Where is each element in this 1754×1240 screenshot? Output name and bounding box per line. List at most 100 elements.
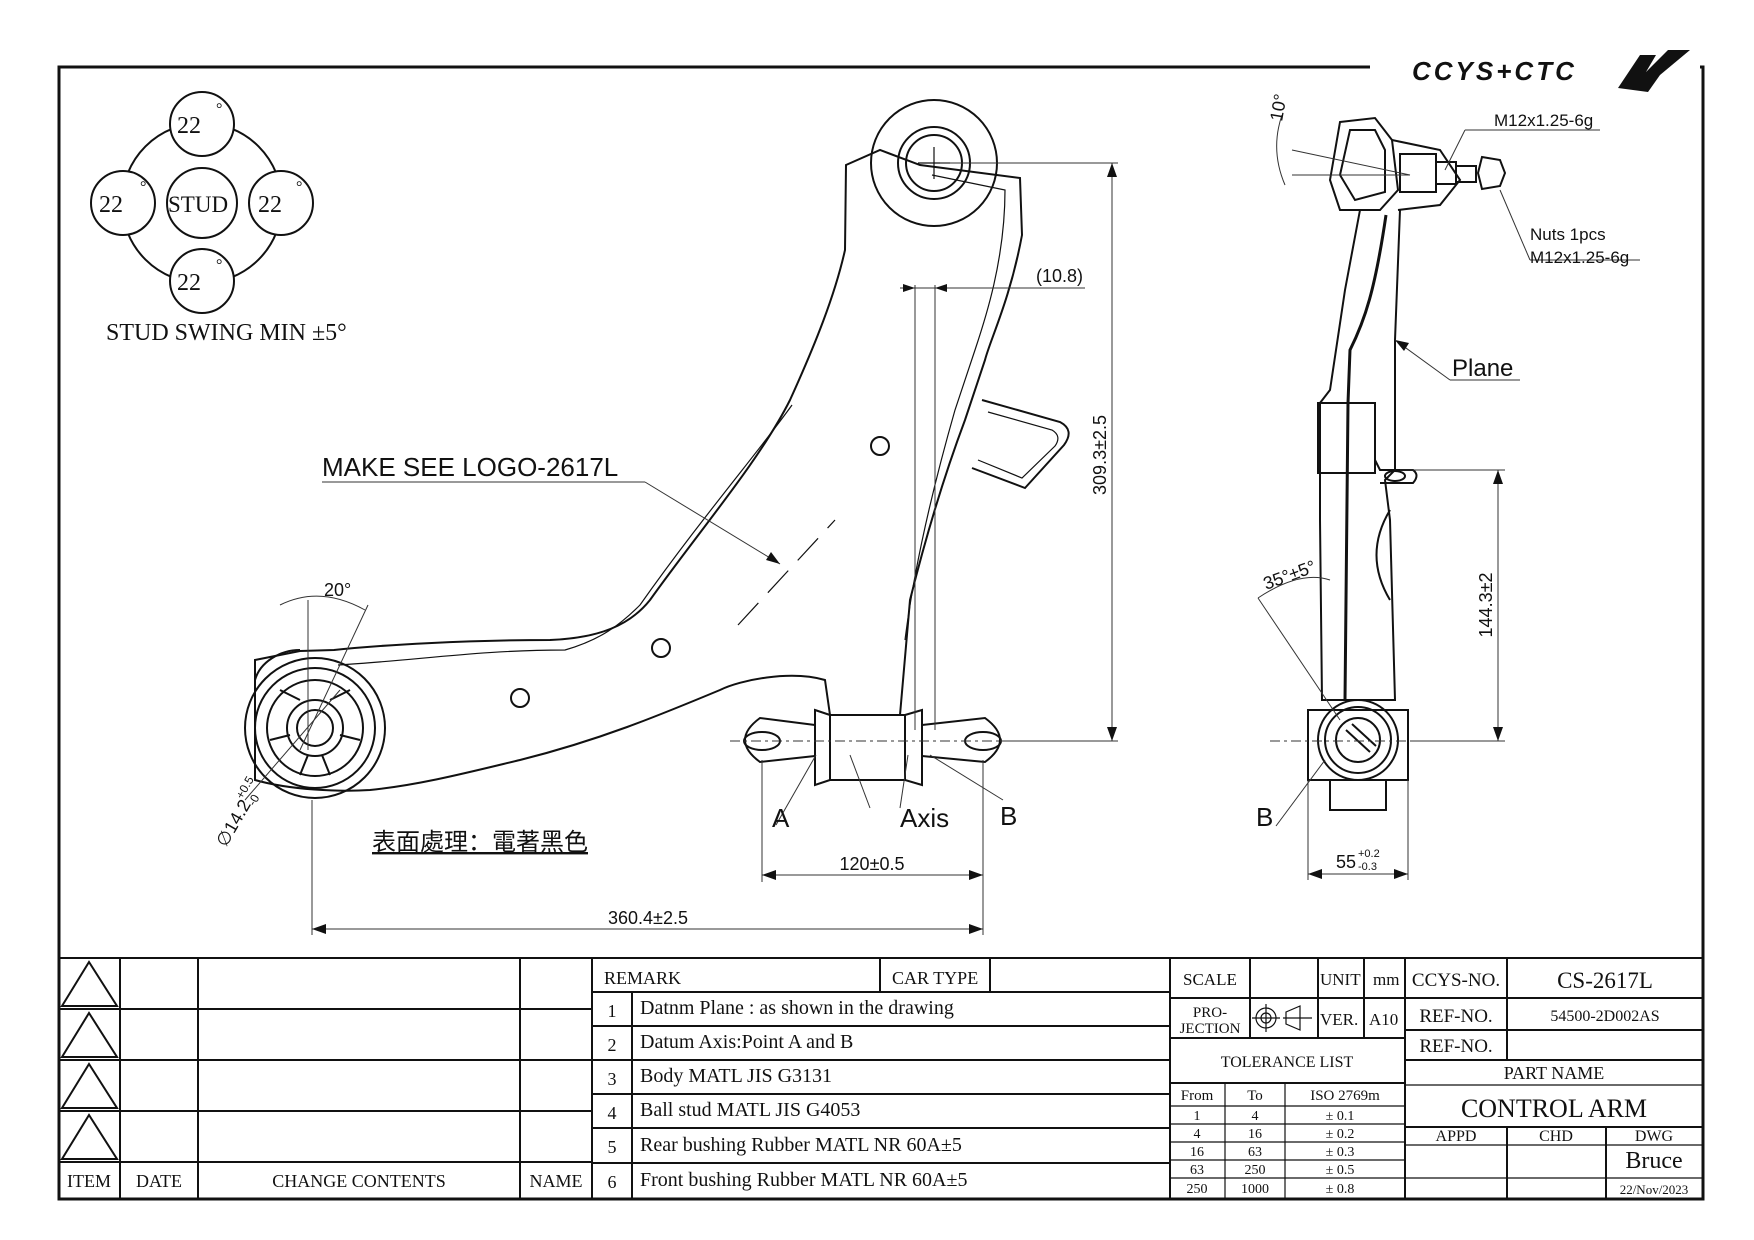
tol-cell: ± 0.3 [1326, 1145, 1355, 1160]
car-type-label: CAR TYPE [892, 968, 978, 988]
rev-header-change: CHANGE CONTENTS [272, 1171, 446, 1191]
side-thread-label: M12x1.25-6g [1494, 111, 1593, 130]
tol-cell: 250 [1245, 1163, 1266, 1178]
brand-logo: CCYS+CTC [1370, 50, 1700, 92]
unit-value: mm [1373, 970, 1399, 989]
bottom-table: ITEM DATE CHANGE CONTENTS NAME REMARK CA… [59, 957, 1703, 1199]
part-name-label: PART NAME [1504, 1063, 1604, 1083]
surface-note: 表面處理：電著黑色 [372, 829, 588, 856]
remark-row-no: 6 [608, 1172, 617, 1192]
side-dim-55-upper: +0.2 [1358, 848, 1380, 860]
degree-mark: ° [296, 179, 302, 196]
main-view-dimensions: 309.3±2.5 (10.8) 120±0.5 360.4±2.5 20° ∅… [212, 162, 1118, 935]
point-b-label: B [1000, 801, 1017, 831]
ver-value: A10 [1369, 1010, 1398, 1029]
drawn-by: Bruce [1625, 1148, 1682, 1174]
control-arm-side-view [1270, 116, 1507, 811]
tolerance-title: TOLERANCE LIST [1221, 1054, 1354, 1071]
swing-angle-top: 22 [177, 113, 201, 139]
remark-row-text: Ball stud MATL JIS G4053 [640, 1099, 860, 1121]
tol-cell: 16 [1190, 1145, 1204, 1160]
remark-row-text: Front bushing Rubber MATL NR 60A±5 [640, 1169, 967, 1191]
ccys-no-value: CS-2617L [1557, 968, 1653, 993]
side-angle-35-label: 35°±5° [1261, 556, 1319, 593]
tol-header-to: To [1247, 1088, 1263, 1104]
control-arm-top-view [244, 99, 1070, 799]
swing-angle-left: 22 [99, 192, 123, 218]
ref-no-label-2: REF-NO. [1419, 1036, 1492, 1057]
side-nut-thread-label: M12x1.25-6g [1530, 248, 1629, 267]
rev-header-date: DATE [136, 1171, 182, 1191]
tol-header-from: From [1181, 1088, 1214, 1104]
side-nuts-label: Nuts 1pcs [1530, 225, 1606, 244]
swing-angle-right: 22 [258, 192, 282, 218]
side-plane-label: Plane [1452, 355, 1513, 382]
remark-row-text: Rear bushing Rubber MATL NR 60A±5 [640, 1134, 962, 1156]
ccys-no-label: CCYS-NO. [1412, 970, 1500, 991]
side-point-b-label: B [1256, 802, 1273, 832]
unit-label: UNIT [1320, 970, 1361, 989]
tol-cell: 1 [1194, 1109, 1201, 1124]
dwg-label: DWG [1635, 1128, 1674, 1145]
side-dim-144-label: 144.3±2 [1476, 573, 1496, 638]
degree-mark: ° [216, 257, 222, 274]
remark-row-no: 3 [608, 1069, 617, 1089]
tol-header-iso: ISO 2769m [1310, 1088, 1380, 1104]
tol-cell: ± 0.8 [1326, 1182, 1355, 1197]
tol-cell: ± 0.1 [1326, 1109, 1355, 1124]
ver-label: VER. [1320, 1010, 1358, 1029]
remark-row-no: 5 [608, 1137, 617, 1157]
side-angle-10-label: 10° [1266, 92, 1290, 122]
remark-header: REMARK [604, 968, 681, 988]
drawing-date: 22/Nov/2023 [1620, 1182, 1689, 1197]
side-dim-55-label: 55 [1336, 852, 1356, 872]
spec-table: SCALE UNIT mm PRO- JECTION VER. A10 TOLE… [1170, 958, 1406, 1199]
part-name-value: CONTROL ARM [1461, 1094, 1647, 1123]
degree-mark: ° [216, 101, 222, 118]
remark-row-no: 1 [608, 1001, 617, 1021]
point-a-label: A [772, 803, 790, 833]
swing-caption: STUD SWING MIN ±5° [106, 320, 347, 346]
revision-table: ITEM DATE CHANGE CONTENTS NAME [59, 958, 593, 1199]
ref-no-value-1: 54500-2D002AS [1550, 1008, 1659, 1025]
chd-label: CHD [1539, 1128, 1573, 1145]
angle-20-label: 20° [324, 580, 351, 600]
appd-label: APPD [1436, 1128, 1477, 1145]
degree-mark: ° [140, 179, 146, 196]
rev-header-item: ITEM [67, 1171, 111, 1191]
rev-header-name: NAME [530, 1171, 583, 1191]
projection-label-2: JECTION [1180, 1021, 1241, 1037]
swing-center-label: STUD [168, 192, 228, 217]
tol-cell: 250 [1187, 1182, 1208, 1197]
tol-cell: 1000 [1241, 1182, 1269, 1197]
remark-row-no: 4 [608, 1103, 617, 1123]
sheet-border [57, 65, 1705, 1201]
tol-cell: 63 [1190, 1163, 1204, 1178]
projection-label-1: PRO- [1193, 1005, 1227, 1021]
tol-cell: ± 0.2 [1326, 1127, 1355, 1142]
side-dim-55-lower: -0.3 [1358, 861, 1377, 873]
ref-no-label-1: REF-NO. [1419, 1006, 1492, 1027]
side-view-dimensions: 10° M12x1.25-6g Nuts 1pcs M12x1.25-6g Pl… [1256, 92, 1640, 880]
remark-row-text: Datum Axis:Point A and B [640, 1031, 853, 1053]
tol-cell: ± 0.5 [1326, 1163, 1355, 1178]
brand-logo-text: CCYS+CTC [1412, 56, 1577, 86]
swing-angle-bottom: 22 [177, 270, 201, 296]
dim-120-label: 120±0.5 [840, 854, 905, 874]
tol-cell: 16 [1248, 1127, 1262, 1142]
dim-10-8-label: (10.8) [1036, 266, 1083, 286]
tol-cell: 4 [1252, 1109, 1259, 1124]
dim-309-label: 309.3±2.5 [1090, 415, 1110, 495]
projection-symbol-icon [1252, 1004, 1312, 1032]
brand-mark-icon [1618, 50, 1690, 92]
remark-row-text: Datnm Plane : as shown in the drawing [640, 997, 954, 1019]
tol-cell: 4 [1194, 1127, 1201, 1142]
tol-cell: 63 [1248, 1145, 1262, 1160]
scale-label: SCALE [1183, 970, 1237, 989]
remark-table: REMARK CAR TYPE 1 Datnm Plane : as shown… [592, 958, 1171, 1199]
logo-note: MAKE SEE LOGO-2617L [322, 452, 618, 482]
remark-row-no: 2 [608, 1035, 617, 1055]
dim-360-label: 360.4±2.5 [608, 908, 688, 928]
axis-label: Axis [900, 803, 949, 833]
